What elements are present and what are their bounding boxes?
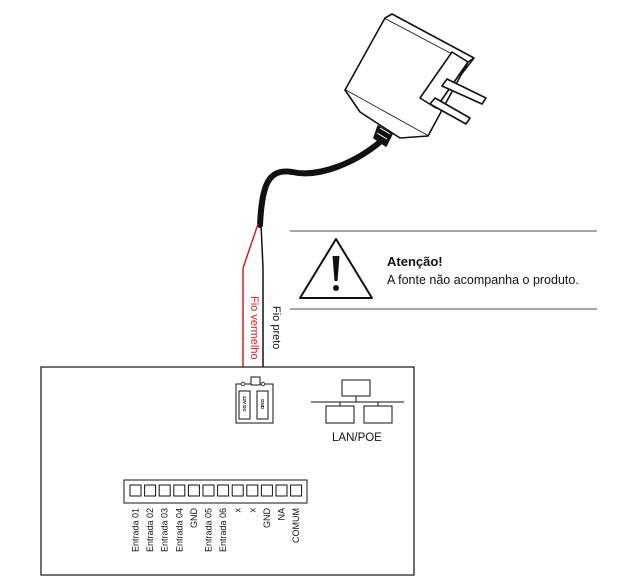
terminal-label: Entrada 01 — [131, 508, 141, 552]
terminal-slot — [217, 484, 230, 497]
connector-gnd-label: GND — [260, 399, 265, 410]
terminal-label: Entrada 04 — [174, 508, 184, 552]
terminal-label: COMUM — [291, 508, 301, 543]
terminal-label: x — [233, 508, 243, 513]
network-topology-icon — [311, 379, 404, 424]
network-label: LAN/POE — [332, 432, 382, 444]
terminal-slot — [129, 484, 142, 497]
terminal-slot — [158, 484, 171, 497]
black-wire-label: Fio preto — [270, 306, 282, 349]
terminal-label: x — [247, 508, 257, 513]
terminal-label: GND — [189, 508, 199, 529]
terminal-label: NA — [277, 508, 287, 521]
terminal-slot — [246, 484, 259, 497]
terminal-label: Entrada 03 — [160, 508, 170, 552]
terminal-slot — [173, 484, 186, 497]
terminal-slot — [231, 484, 244, 497]
terminal-label: Entrada 06 — [218, 508, 228, 552]
terminal-label: Entrada 02 — [145, 508, 155, 552]
warning-title: Atenção! — [387, 254, 443, 269]
black-wire — [260, 223, 264, 383]
terminal-slot — [144, 484, 157, 497]
power-connector — [235, 376, 274, 424]
terminal-label: GND — [262, 508, 272, 529]
warning-text: A fonte não acompanha o produto. — [387, 273, 579, 287]
terminal-slot — [275, 484, 288, 497]
terminal-slot — [260, 484, 273, 497]
terminal-slot — [187, 484, 200, 497]
terminal-label: Entrada 05 — [204, 508, 214, 552]
warning-triangle-icon — [299, 238, 373, 299]
terminal-slot — [290, 484, 303, 497]
terminal-strip: Entrada 01 Entrada 02 Entrada 03 Entrada 04… — [129, 484, 303, 552]
power-adapter-icon — [344, 13, 487, 147]
terminal-slot — [202, 484, 215, 497]
red-wire — [242, 223, 259, 383]
power-cable — [257, 139, 383, 228]
connector-dc-label: 12V DC — [242, 396, 247, 413]
red-wire-label: Fio vermelho — [248, 296, 260, 360]
